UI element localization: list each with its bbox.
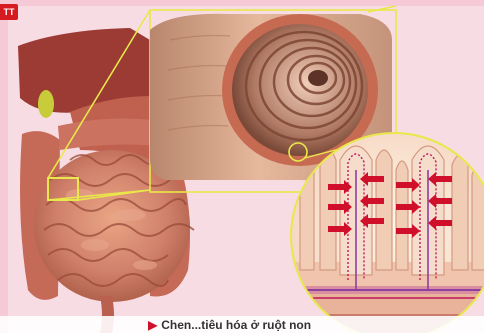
figure-caption: ▶ Chen...tiêu hóa ở ruột non [148,318,358,333]
publisher-badge: TT [0,4,18,20]
caption-text: Chen...tiêu hóa ở ruột non [161,318,311,332]
gallbladder [38,90,54,118]
villi [300,150,484,270]
intestine-lumen [232,24,368,156]
caption-arrow-icon: ▶ [148,318,157,332]
